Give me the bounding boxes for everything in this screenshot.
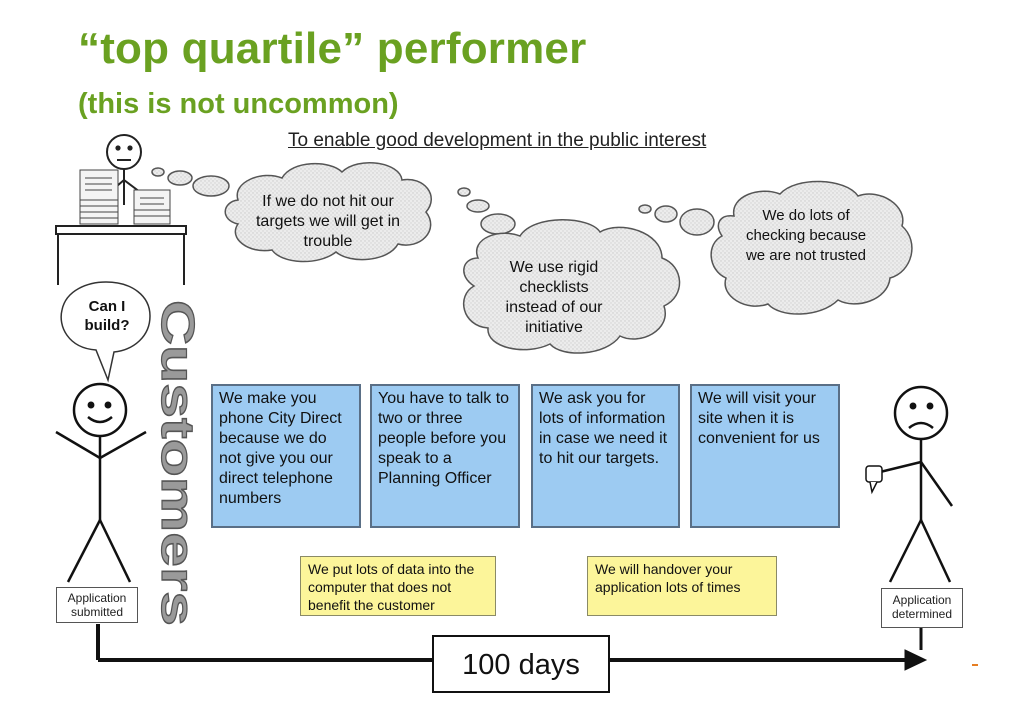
process-box-information: We ask you for lots of information in ca…: [531, 384, 680, 528]
start-label: Application submitted: [56, 587, 138, 623]
diagram-heading: To enable good development in the public…: [288, 130, 707, 151]
thought-bubbles-3: [638, 180, 913, 315]
duration-label: 100 days: [432, 635, 610, 693]
timeline-arrow: [96, 624, 928, 671]
thought-text-targets: If we do not hit our targets we will get…: [255, 193, 401, 250]
process-box-site-visit: We will visit your site when it is conve…: [690, 384, 840, 528]
slide-marker: [972, 664, 978, 666]
end-label: Application determined: [881, 588, 963, 628]
thought-bubbles-2: [457, 187, 681, 354]
thumbs-down-icon: [865, 465, 883, 495]
customer-figure-sad: [879, 385, 954, 583]
thought-bubbles-1: [151, 161, 432, 263]
thought-text-checking: We do lots of checking because we are no…: [745, 207, 867, 264]
customers-label: Customers: [151, 299, 204, 626]
process-box-talk-people: You have to talk to two or three people …: [370, 384, 520, 528]
paper-stacks: [79, 169, 171, 225]
speech-text: Can I build?: [84, 298, 130, 334]
speech-bubble-shape: [60, 281, 151, 383]
thought-text-checklists: We use rigid checklists instead of our i…: [505, 259, 603, 336]
note-box-data: We put lots of data into the computer th…: [300, 556, 496, 616]
customer-figure-happy: [55, 382, 147, 583]
note-box-handover: We will handover your application lots o…: [587, 556, 777, 616]
page-title: “top quartile” performer: [78, 24, 587, 73]
process-box-city-direct: We make you phone City Direct because we…: [211, 384, 361, 528]
customers-text: Customers: [152, 300, 204, 626]
page-subtitle: (this is not uncommon): [78, 88, 399, 120]
